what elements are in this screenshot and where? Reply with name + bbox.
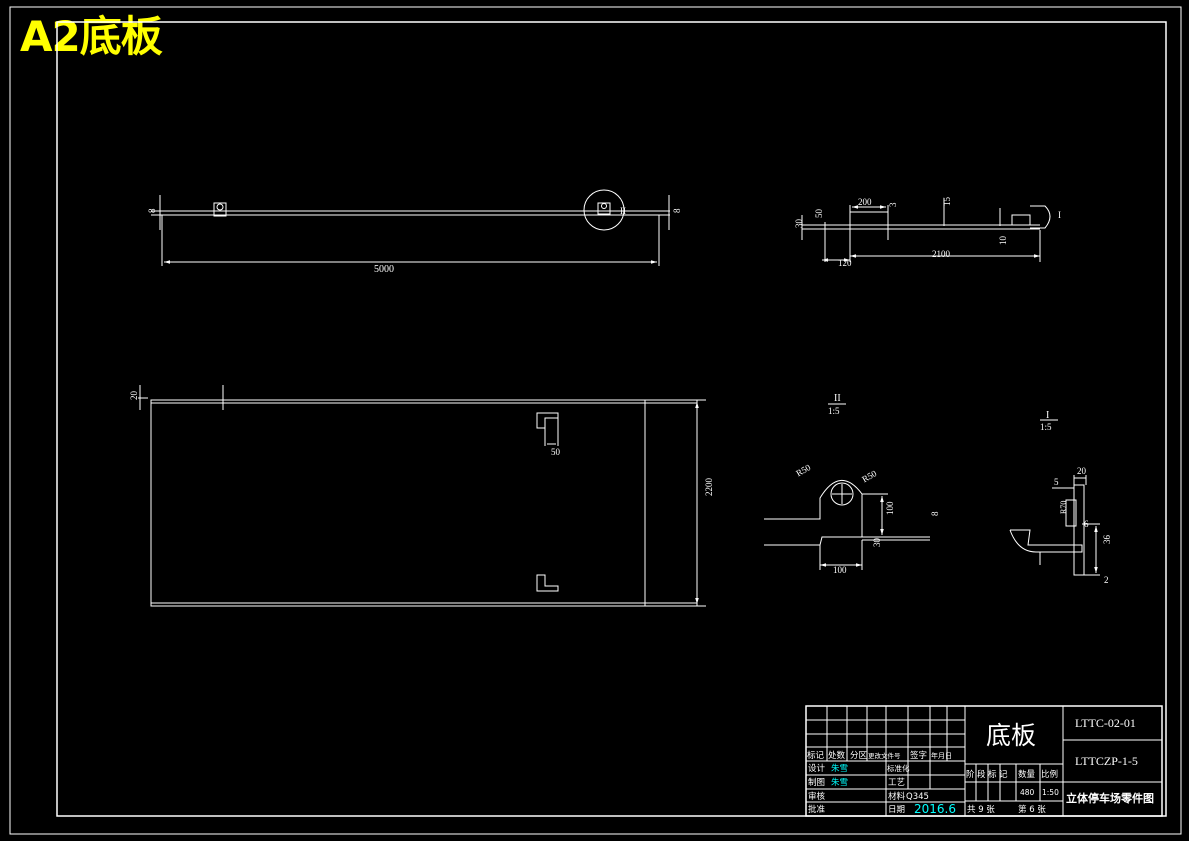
- detail-ii-dim-30: 30: [872, 538, 882, 548]
- side-dim-50: 50: [814, 209, 824, 219]
- stage-header: 阶段标记: [966, 769, 1010, 780]
- label-sign: 签字: [910, 750, 927, 761]
- detail-i-dim-36: 36: [1102, 535, 1112, 545]
- label-material: 材料: [888, 791, 906, 802]
- plan-dim-20: 20: [129, 391, 139, 401]
- outer-frame: [9, 6, 1182, 835]
- detail-ii-callout: II: [620, 206, 626, 216]
- inner-frame: [56, 21, 1167, 817]
- label-process: 工艺: [888, 778, 905, 788]
- title-block: [805, 705, 1163, 817]
- label-zone: 分区: [850, 751, 868, 761]
- detail-ii-r50-left: R50: [794, 462, 812, 478]
- label-standard: 标准化: [887, 763, 910, 773]
- scale-header: 比例: [1041, 769, 1058, 780]
- dim-5000: 5000: [374, 264, 394, 275]
- side-dim-3: 3: [888, 202, 898, 207]
- material-value: Q345: [906, 792, 929, 802]
- detail-i-callout: I: [1058, 210, 1061, 220]
- dim-8-left: 8: [147, 208, 157, 213]
- label-mark: 标记: [807, 750, 825, 761]
- designer-name: 朱雪: [831, 763, 848, 774]
- detail-ii-r50-right: R50: [860, 468, 878, 484]
- detail-i-scale: 1:5: [1040, 422, 1052, 432]
- detail-i-r70: R70: [1059, 501, 1068, 514]
- label-date2: 日期: [888, 805, 905, 815]
- drawing-number: LTTC-02-01: [1075, 716, 1136, 730]
- detail-ii-drawing: [764, 479, 930, 570]
- detail-ii-dim-100-h: 100: [833, 565, 847, 575]
- label-change-doc: 更改文件号: [868, 751, 901, 760]
- label-approve: 批准: [808, 804, 826, 815]
- dim-8-right: 8: [672, 208, 682, 213]
- label-count: 处数: [828, 750, 846, 761]
- detail-i-label: I: [1046, 410, 1049, 421]
- side-dim-2100: 2100: [932, 249, 951, 259]
- detail-ii-scale: 1:5: [828, 406, 840, 416]
- detail-ii-dim-100-v: 100: [885, 501, 895, 515]
- label-draw: 制图: [808, 777, 825, 788]
- plate-side-view: [801, 198, 1051, 262]
- side-dim-120: 120: [838, 258, 852, 268]
- detail-ii-dim-8: 8: [930, 511, 940, 516]
- plan-dim-2200: 2200: [704, 478, 714, 497]
- label-review: 审核: [808, 791, 826, 802]
- part-name: 底板: [986, 721, 1036, 750]
- detail-i-dim-5: 5: [1054, 477, 1059, 487]
- sheets-total: 共 9 张: [967, 805, 995, 815]
- scale-value: 1:50: [1042, 788, 1059, 797]
- qty-value: 480: [1020, 788, 1035, 797]
- side-dim-10: 10: [998, 236, 1008, 246]
- detail-i-drawing: [1009, 475, 1100, 576]
- side-dim-30: 30: [794, 219, 804, 229]
- label-date: 年月日: [931, 751, 952, 760]
- assembly-number: LTTCZP-1-5: [1075, 754, 1138, 768]
- label-design: 设计: [808, 763, 826, 774]
- side-dim-200: 200: [858, 197, 872, 207]
- detail-i-dim-20: 20: [1077, 466, 1087, 476]
- plate-front-view: [151, 189, 670, 266]
- side-dim-15: 15: [942, 197, 952, 207]
- detail-i-dim-6: 6: [1084, 519, 1089, 529]
- plate-plan-view: [138, 385, 706, 607]
- date-value: 2016.6: [914, 802, 956, 816]
- qty-header: 数量: [1018, 769, 1036, 780]
- project-name: 立体停车场零件图: [1066, 791, 1154, 805]
- drafter-name: 朱雪: [831, 777, 848, 788]
- detail-i-dim-2: 2: [1104, 575, 1109, 585]
- plan-dim-50: 50: [551, 447, 561, 457]
- sheet-number: 第 6 张: [1018, 804, 1046, 815]
- detail-ii-label: II: [834, 393, 841, 404]
